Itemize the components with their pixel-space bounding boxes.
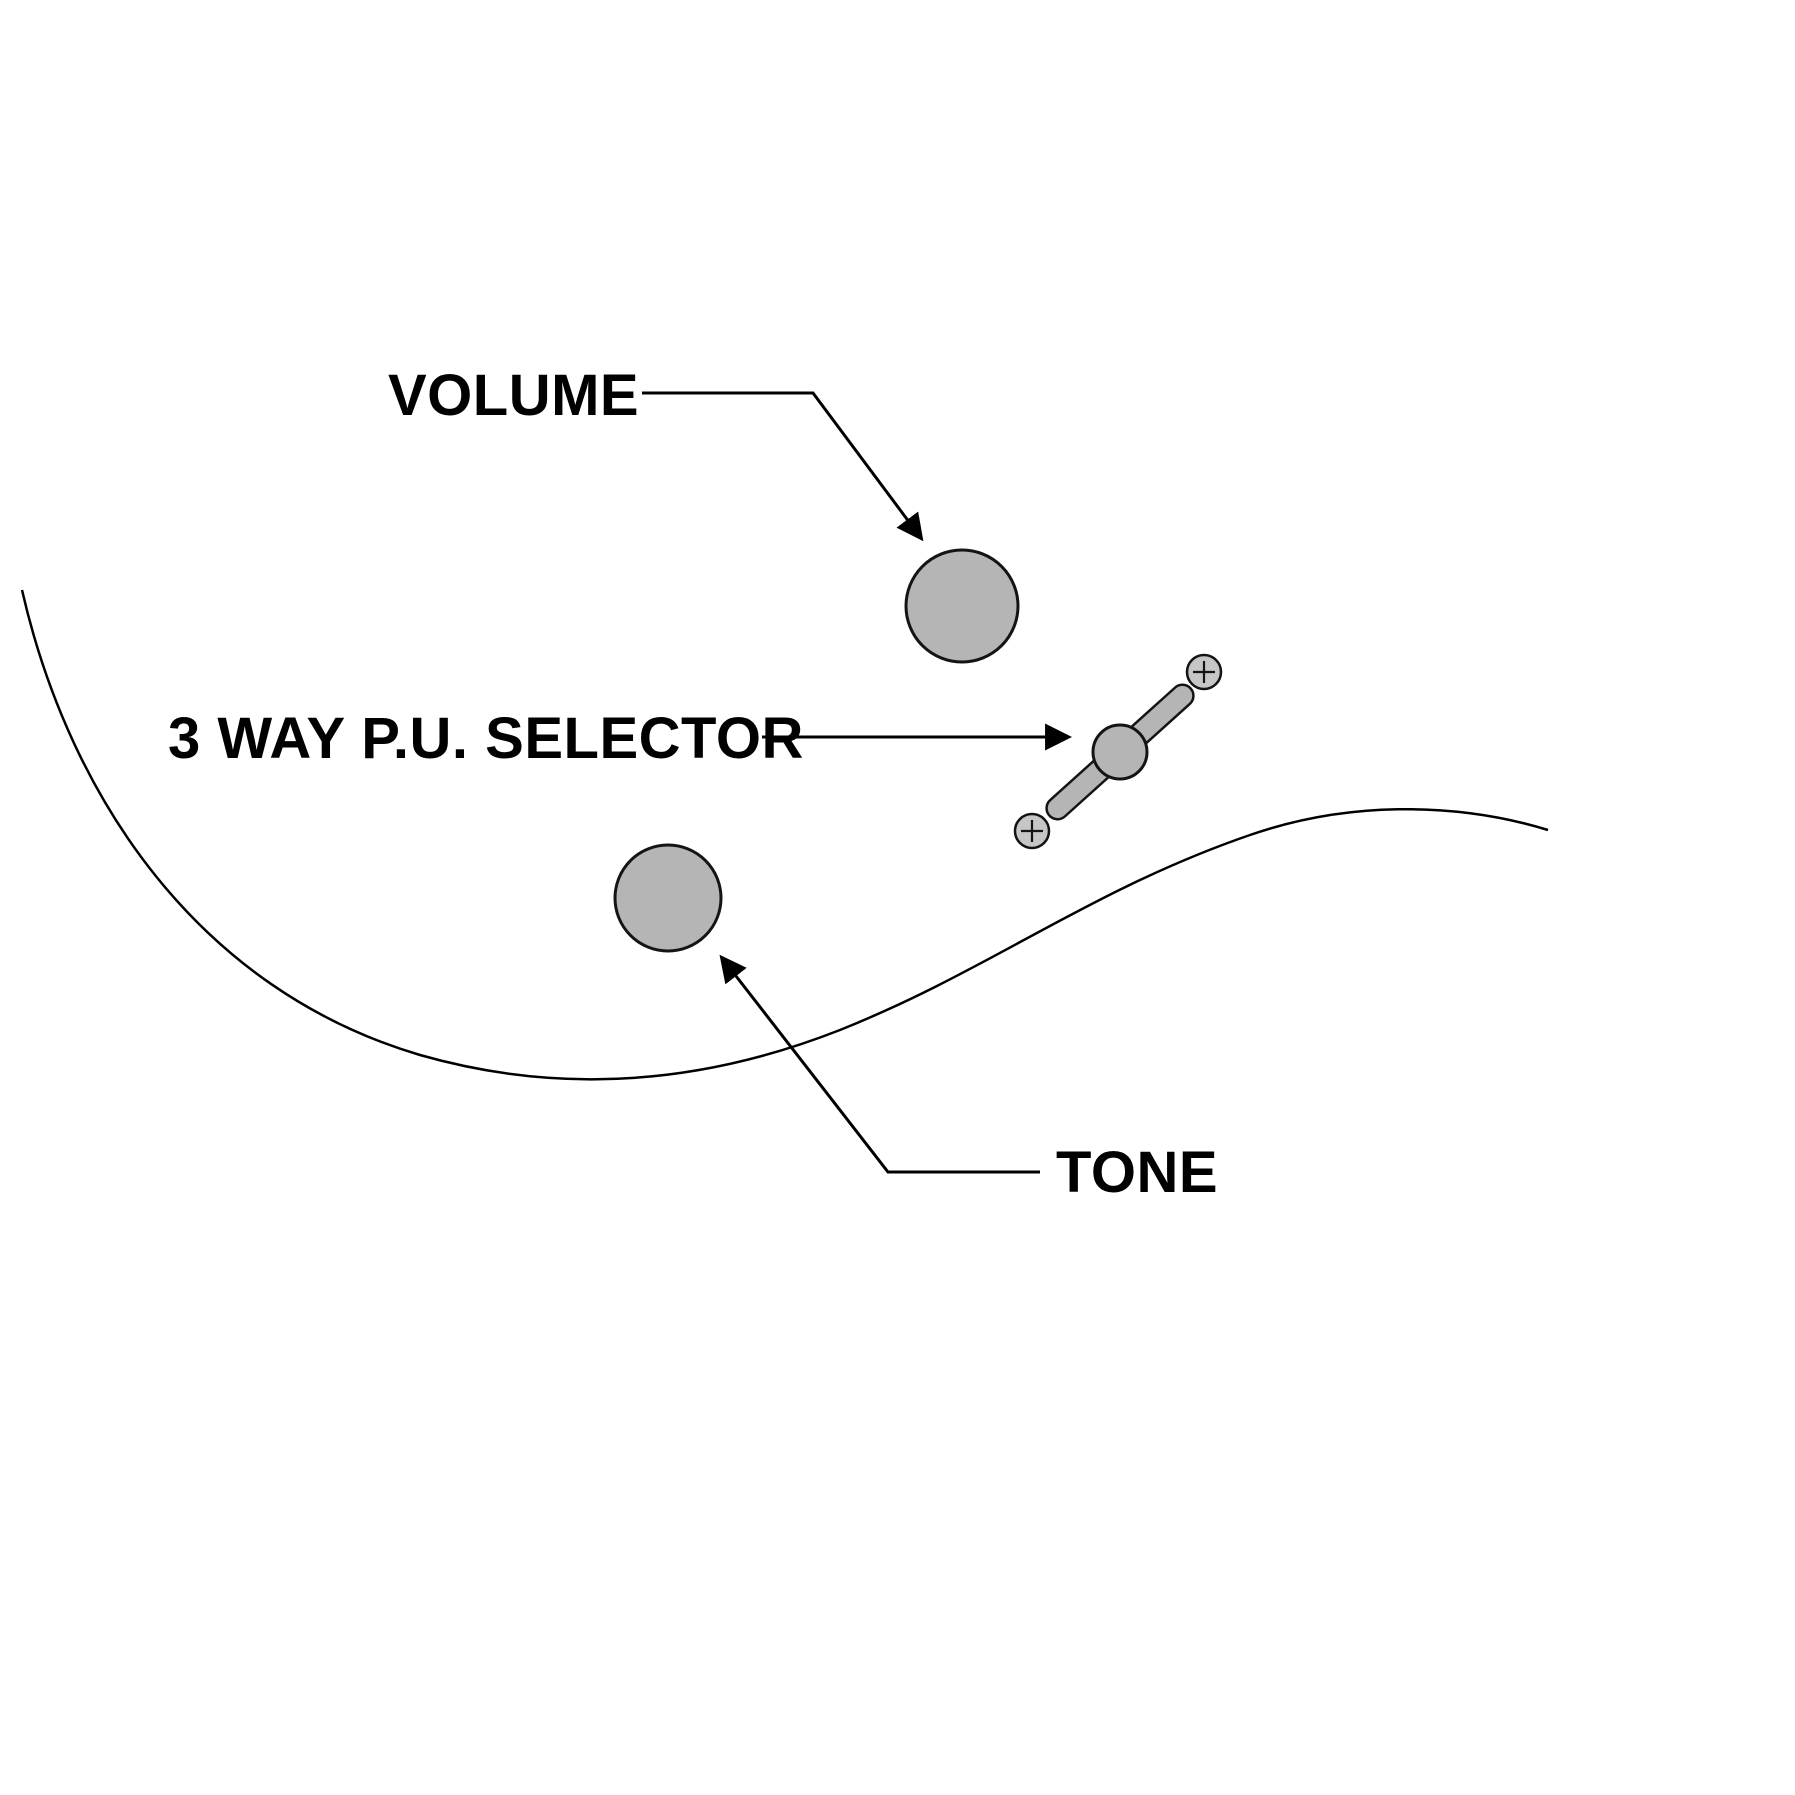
tone-label: TONE (1056, 1140, 1218, 1205)
selector-screw-bottom (1013, 812, 1051, 850)
volume-label: VOLUME (388, 363, 639, 428)
volume-arrow (642, 391, 924, 542)
tone-knob (613, 843, 723, 953)
tone-arrow (719, 954, 1040, 1174)
selector-screw-top (1185, 653, 1223, 691)
volume-knob (904, 548, 1020, 664)
pickup-selector-switch (1013, 653, 1223, 850)
selector-hub (1091, 723, 1149, 781)
selector-label: 3 WAY P.U. SELECTOR (168, 706, 804, 771)
guitar-body-outline (20, 589, 1549, 1081)
